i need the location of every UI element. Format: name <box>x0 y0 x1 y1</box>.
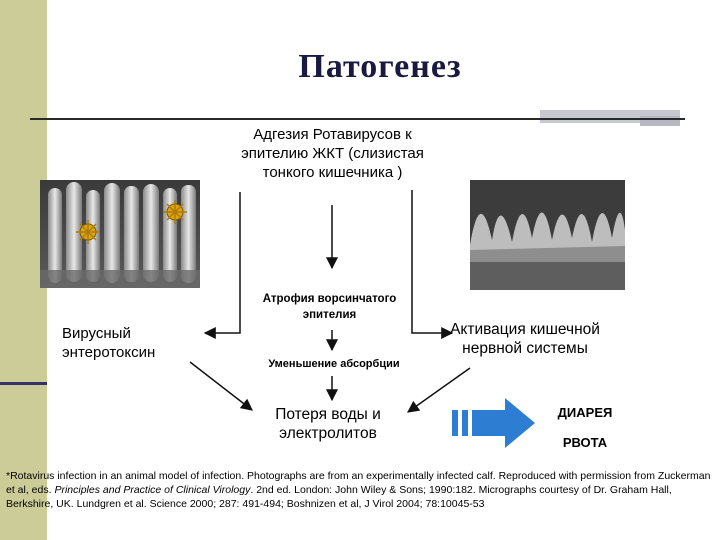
footnote: *Rotavirus infection in an animal model … <box>6 470 716 512</box>
node-adhesion: Адгезия Ротавирусов к эпителию ЖКТ (слиз… <box>225 126 440 182</box>
node-vomiting: РВОТА <box>540 435 630 451</box>
micrograph-left <box>40 180 200 288</box>
node-diarrhea: ДИАРЕЯ <box>540 405 630 421</box>
node-water-electrolyte-loss: Потеря воды и электролитов <box>258 405 398 444</box>
footnote-book-title: Principles and Practice of Clinical Viro… <box>54 484 250 496</box>
block-arrow-right-icon <box>452 398 535 448</box>
node-villous-atrophy: Атрофия ворсинчатого эпителия <box>262 292 397 323</box>
micrograph-right <box>470 180 625 290</box>
node-reduced-absorption: Уменьшение абсорбции <box>244 358 424 372</box>
node-enteric-nervous-activation: Активация кишечной нервной системы <box>440 320 610 359</box>
node-viral-enterotoxin: Вирусный энтеротоксин <box>62 325 192 363</box>
